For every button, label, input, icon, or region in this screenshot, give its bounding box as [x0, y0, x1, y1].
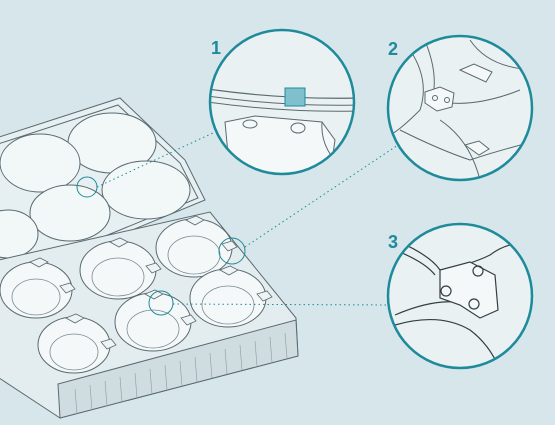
leader-line-1	[96, 131, 216, 188]
plate-base	[0, 211, 299, 419]
lid-ring	[29, 184, 111, 242]
callout-number-3: 3	[388, 232, 399, 252]
leader-line-2	[244, 144, 399, 248]
detail-magnifier-3	[386, 222, 534, 370]
detail-magnifier-2	[386, 34, 534, 182]
plate-lid	[0, 97, 206, 269]
insert-well	[79, 240, 157, 300]
insert-well	[189, 268, 267, 328]
callout-number-1: 1	[211, 38, 222, 58]
clip-highlight	[284, 87, 306, 107]
insert-well	[37, 316, 111, 374]
leader-lines	[96, 131, 399, 306]
insert-well	[155, 218, 233, 278]
insert-detail-marker	[218, 237, 246, 265]
detail-magnifier-1	[208, 28, 356, 176]
lid-ring	[101, 160, 191, 220]
insert-well	[0, 261, 73, 319]
insert-detail-marker	[148, 290, 174, 316]
callout-number-2: 2	[388, 39, 399, 59]
leader-line-3	[172, 303, 390, 306]
insert-well	[114, 292, 192, 352]
lid-ring	[0, 133, 81, 193]
